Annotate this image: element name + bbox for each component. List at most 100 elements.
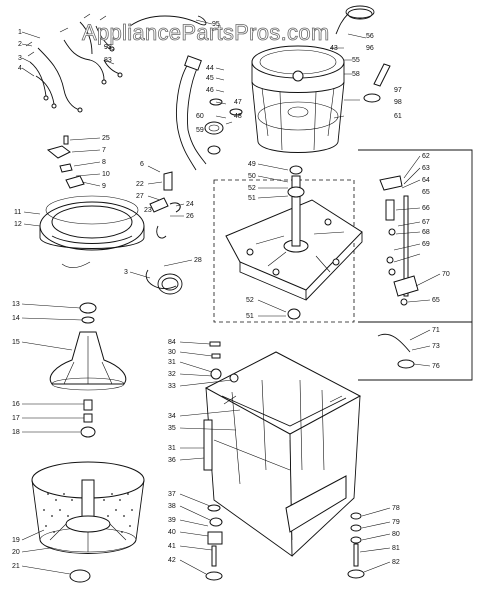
callout-37: 37 [168, 491, 176, 498]
callout-8: 8 [102, 159, 106, 166]
pump-bracket-parts [145, 171, 183, 295]
callout-18: 18 [12, 429, 20, 436]
callout-52b: 52 [246, 297, 254, 304]
callout-97: 97 [394, 87, 402, 94]
callout-45: 45 [206, 75, 214, 82]
outer-tub-drawing [251, 45, 345, 153]
callout-6: 6 [140, 161, 144, 168]
callout-23: 23 [144, 207, 152, 214]
cabinet-screws [209, 341, 239, 383]
callout-43: 43 [330, 45, 338, 52]
callout-14: 14 [12, 315, 20, 322]
callout-46: 46 [206, 87, 214, 94]
callout-4: 4 [18, 65, 22, 72]
callout-26: 26 [186, 213, 194, 220]
callout-22: 22 [136, 181, 144, 188]
callout-19: 19 [12, 537, 20, 544]
callout-65b: 65 [432, 297, 440, 304]
callout-68: 68 [422, 229, 430, 236]
spin-basket-drawing [31, 461, 145, 583]
callout-83: 83 [104, 57, 112, 64]
callout-67: 67 [422, 219, 430, 226]
callout-63: 63 [422, 165, 430, 172]
callout-70: 70 [442, 271, 450, 278]
callout-40: 40 [168, 529, 176, 536]
wire-harness-drawing [25, 13, 123, 113]
callout-65: 65 [422, 189, 430, 196]
callout-16: 16 [12, 401, 20, 408]
callout-1: 1 [18, 29, 22, 36]
callout-71: 71 [432, 327, 440, 334]
callout-27: 27 [136, 193, 144, 200]
callout-96: 96 [366, 45, 374, 52]
callout-11: 11 [14, 209, 21, 216]
hose-coil-95 [335, 5, 375, 35]
callout-51: 51 [248, 195, 256, 202]
wire-cable-95 [129, 15, 207, 27]
callout-44: 44 [206, 65, 214, 72]
drain-hose-drawing [176, 55, 243, 171]
callout-24: 24 [186, 201, 194, 208]
callout-20: 20 [12, 549, 20, 556]
callout-2: 2 [18, 41, 22, 48]
callout-25: 25 [102, 135, 110, 142]
callout-58: 58 [352, 71, 360, 78]
callout-47: 47 [234, 99, 242, 106]
callout-51b: 51 [246, 313, 254, 320]
callout-39: 39 [168, 517, 176, 524]
callout-76: 76 [432, 363, 440, 370]
callout-42: 42 [168, 557, 176, 564]
callout-80: 80 [392, 531, 400, 538]
callout-98: 98 [394, 99, 402, 106]
switch-bracket-parts [46, 135, 85, 189]
callout-81: 81 [392, 545, 400, 552]
callout-21: 21 [12, 563, 20, 570]
callout-56: 56 [366, 33, 374, 40]
callout-3: 3 [18, 55, 22, 62]
leader-lines [21, 19, 441, 575]
callout-31: 31 [168, 359, 176, 366]
callout-31b: 31 [168, 445, 176, 452]
callout-62: 62 [422, 153, 430, 160]
callout-35: 35 [168, 425, 176, 432]
callout-73: 73 [432, 343, 440, 350]
callout-95: 95 [212, 21, 220, 28]
callout-10: 10 [102, 171, 110, 178]
callout-12: 12 [14, 221, 22, 228]
callout-17: 17 [12, 415, 20, 422]
callout-15: 15 [12, 339, 20, 346]
callout-55: 55 [352, 57, 360, 64]
callout-49: 49 [248, 161, 256, 168]
callout-59: 59 [196, 127, 204, 134]
callout-labels: 1 2 3 4 92 83 95 43 96 56 55 58 97 98 61… [12, 21, 450, 570]
lid-switch-drawing [377, 175, 419, 369]
transmission-drawing [225, 165, 363, 320]
callout-92: 92 [104, 44, 112, 51]
callout-38: 38 [168, 503, 176, 510]
callout-69: 69 [422, 241, 430, 248]
cabinet-drawing [203, 351, 362, 557]
callout-32: 32 [168, 371, 176, 378]
callout-36: 36 [168, 457, 176, 464]
callout-41: 41 [168, 543, 176, 550]
leveling-leg-parts [205, 504, 365, 581]
callout-64: 64 [422, 177, 430, 184]
callout-82: 82 [392, 559, 400, 566]
callout-52: 52 [248, 185, 256, 192]
callout-60: 60 [196, 113, 204, 120]
tub-ring-drawing [39, 195, 145, 268]
fill-pipe-97 [363, 63, 391, 103]
callout-33: 33 [168, 383, 176, 390]
callout-61: 61 [394, 113, 402, 120]
lid-switch-frame [358, 149, 473, 381]
callout-79: 79 [392, 519, 400, 526]
callout-9: 9 [102, 183, 106, 190]
transmission-dashed-frame [213, 179, 355, 323]
callout-48: 48 [234, 113, 242, 120]
callout-78: 78 [392, 505, 400, 512]
callout-13: 13 [12, 301, 20, 308]
callout-7: 7 [102, 147, 106, 154]
callout-84: 84 [168, 339, 176, 346]
callout-3b: 3 [124, 269, 128, 276]
